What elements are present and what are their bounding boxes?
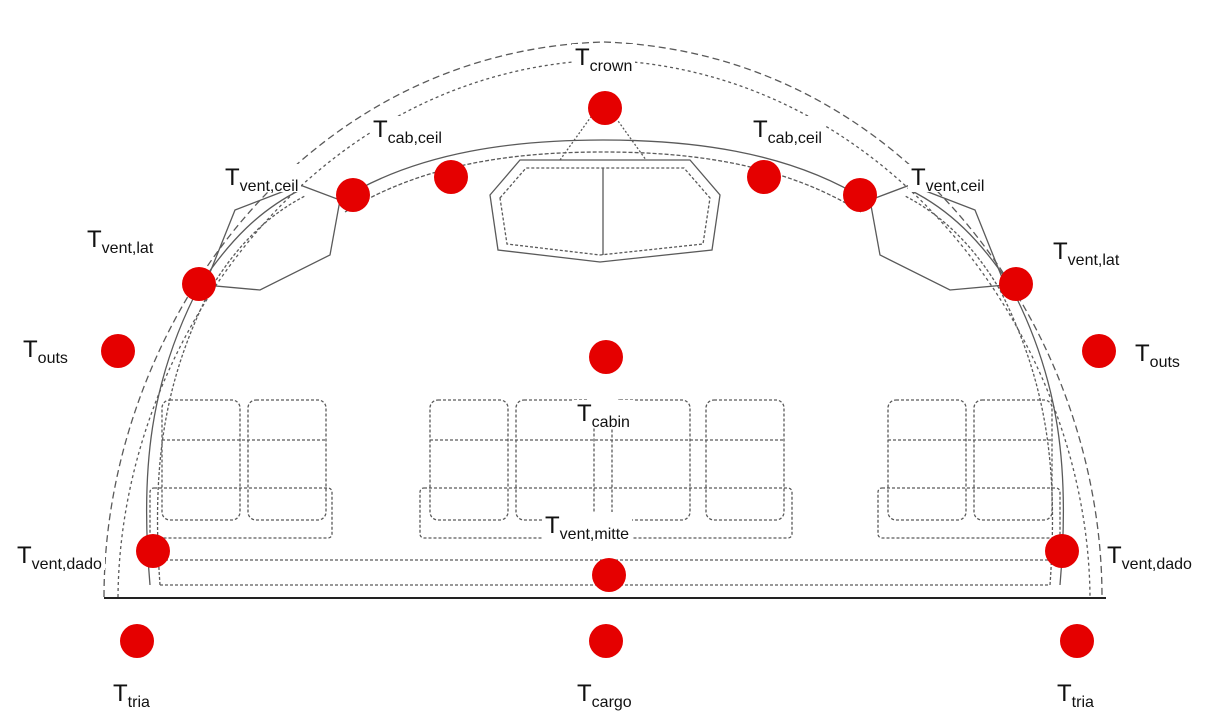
sensor-marker-outs-right [1082,334,1116,368]
label-t-cab-ceil-left: Tcab,ceil [370,116,445,147]
sidewall-lining-right-inner [904,195,1054,586]
sensor-marker-vent-dado-right [1045,534,1079,568]
sensor-marker-vent-lat-left [182,267,216,301]
label-t-vent-ceil-right: Tvent,ceil [908,164,988,195]
crown-stowage [489,159,721,263]
overhead-bin-right [869,184,1006,291]
seat-group-left [149,399,333,539]
sensor-marker-outs-left [101,334,135,368]
fuselage-outer-skin [103,41,1103,598]
sensor-marker-vent-ceil-left [336,178,370,212]
label-t-tria-left: Ttria [110,680,153,711]
sensor-marker-cab-ceil-right [747,160,781,194]
sensor-marker-vent-lat-right [999,267,1033,301]
overhead-bin-left [204,184,341,291]
label-t-vent-mitte: Tvent,mitte [542,512,633,543]
label-t-cargo: Tcargo [574,680,635,711]
label-t-outs-right: Touts [1132,340,1183,371]
sensor-markers [101,91,1116,658]
label-t-outs-left: Touts [20,336,71,367]
sidewall-lining-left [145,189,301,586]
sidewall-lining-left-inner [156,195,306,586]
label-t-vent-dado-right: Tvent,dado [1104,542,1195,573]
label-t-vent-dado-left: Tvent,dado [14,542,105,573]
label-t-crown: Tcrown [572,44,636,75]
sensor-marker-crown [588,91,622,125]
sensor-marker-vent-mitte [592,558,626,592]
label-t-vent-ceil-left: Tvent,ceil [222,164,302,195]
ceiling-panel-inner [344,151,862,213]
seat-group-right [877,399,1061,539]
crown-stowage-inner [499,167,711,256]
label-t-tria-right: Ttria [1054,680,1097,711]
label-t-vent-lat-right: Tvent,lat [1050,238,1123,269]
label-t-cab-ceil-right: Tcab,ceil [750,116,825,147]
sensor-marker-tria-left [120,624,154,658]
sensor-marker-tria-right [1060,624,1094,658]
sensor-marker-cab-ceil-left [434,160,468,194]
label-t-vent-lat-left: Tvent,lat [84,226,157,257]
fuselage-inner-skin [117,59,1091,598]
sensor-marker-vent-dado-left [136,534,170,568]
sensor-marker-vent-ceil-right [843,178,877,212]
sensor-marker-cargo [589,624,623,658]
ceiling-panel [339,139,867,201]
sidewall-lining-right [909,189,1065,586]
label-t-cabin: Tcabin [574,400,633,431]
sensor-marker-cabin [589,340,623,374]
